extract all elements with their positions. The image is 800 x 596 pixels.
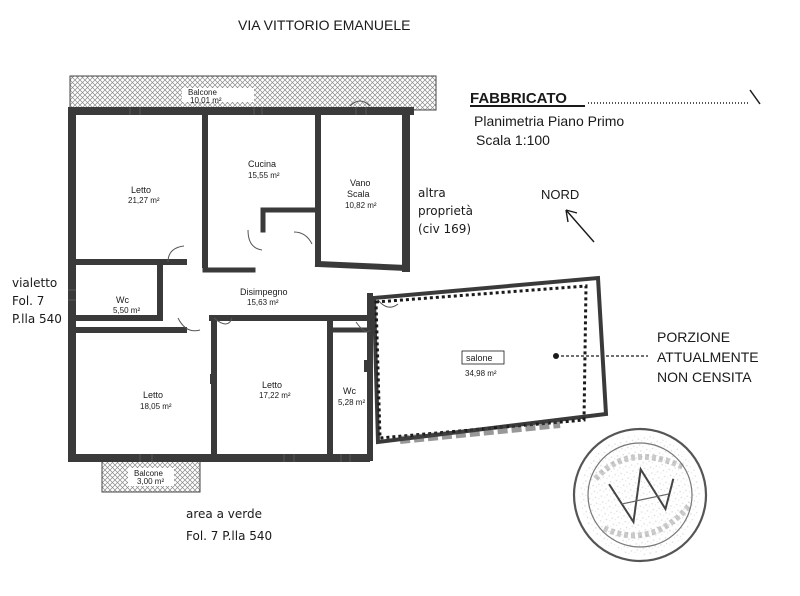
balcone-top-area: 10,01 m²	[190, 96, 222, 105]
porzione-line1: PORZIONE	[657, 329, 730, 345]
porzione-line2: ATTUALMENTE	[657, 349, 759, 365]
radiator-mark	[210, 374, 216, 384]
room-letto-1-area: 21,27 m²	[128, 196, 160, 205]
north-arrow-icon	[565, 209, 595, 243]
room-salone-name: salone	[466, 353, 493, 363]
plan-subtitle: Planimetria Piano Primo	[474, 113, 624, 129]
salone-label-box	[461, 350, 505, 365]
room-letto-2-area: 18,05 m²	[140, 402, 172, 411]
north-label: NORD	[541, 187, 579, 202]
room-letto-3-name: Letto	[262, 380, 282, 390]
garden-line1: area a verde	[186, 507, 262, 521]
balcone-bottom-name: Balcone	[134, 469, 163, 478]
plan-scale: Scala 1:100	[476, 132, 550, 148]
porzione-line3: NON CENSITA	[657, 369, 752, 385]
room-cucina-area: 15,55 m²	[248, 171, 280, 180]
room-letto-1-name: Letto	[131, 185, 151, 195]
room-vano-scala-name2: Scala	[347, 189, 370, 199]
other-property-line1: altra	[418, 186, 446, 200]
window-marks	[68, 107, 367, 462]
room-salone-area: 34,98 m²	[465, 369, 497, 378]
room-vano-scala-name1: Vano	[350, 178, 370, 188]
room-wc-1-area: 5,50 m²	[113, 306, 140, 315]
vialetto-line2: Fol. 7	[12, 294, 44, 308]
building-title: FABBRICATO	[470, 90, 567, 107]
garden-line2: Fol. 7 P.lla 540	[186, 529, 272, 543]
street-label: VIA VITTORIO EMANUELE	[238, 17, 410, 33]
balcone-top: Balcone 10,01 m²	[69, 75, 437, 111]
other-property-line2: proprietà	[418, 204, 473, 218]
porzione-pointer-dot	[553, 353, 559, 359]
room-vano-scala-area: 10,82 m²	[345, 201, 377, 210]
balcone-bottom-area: 3,00 m²	[137, 477, 164, 486]
door-swings	[167, 100, 399, 333]
vent-mark	[364, 360, 370, 372]
room-wc-2-area: 5,28 m²	[338, 398, 365, 407]
room-wc-1-name: Wc	[116, 295, 129, 305]
balcone-top-name: Balcone	[188, 88, 217, 97]
official-stamp-seal	[572, 427, 708, 563]
room-wc-2-name: Wc	[343, 386, 356, 396]
title-end-mark	[749, 89, 761, 105]
room-letto-2-name: Letto	[143, 390, 163, 400]
vialetto-line3: P.lla 540	[12, 312, 62, 326]
other-property-line3: (civ 169)	[418, 222, 471, 236]
walls	[68, 107, 414, 462]
vialetto-line1: vialetto	[12, 276, 57, 290]
room-letto-3-area: 17,22 m²	[259, 391, 291, 400]
room-cucina-name: Cucina	[248, 159, 276, 169]
balcone-bottom: Balcone 3,00 m²	[101, 457, 201, 493]
salone-outline	[371, 275, 609, 445]
room-disimpegno-name: Disimpegno	[240, 287, 288, 297]
room-disimpegno-area: 15,63 m²	[247, 298, 279, 307]
